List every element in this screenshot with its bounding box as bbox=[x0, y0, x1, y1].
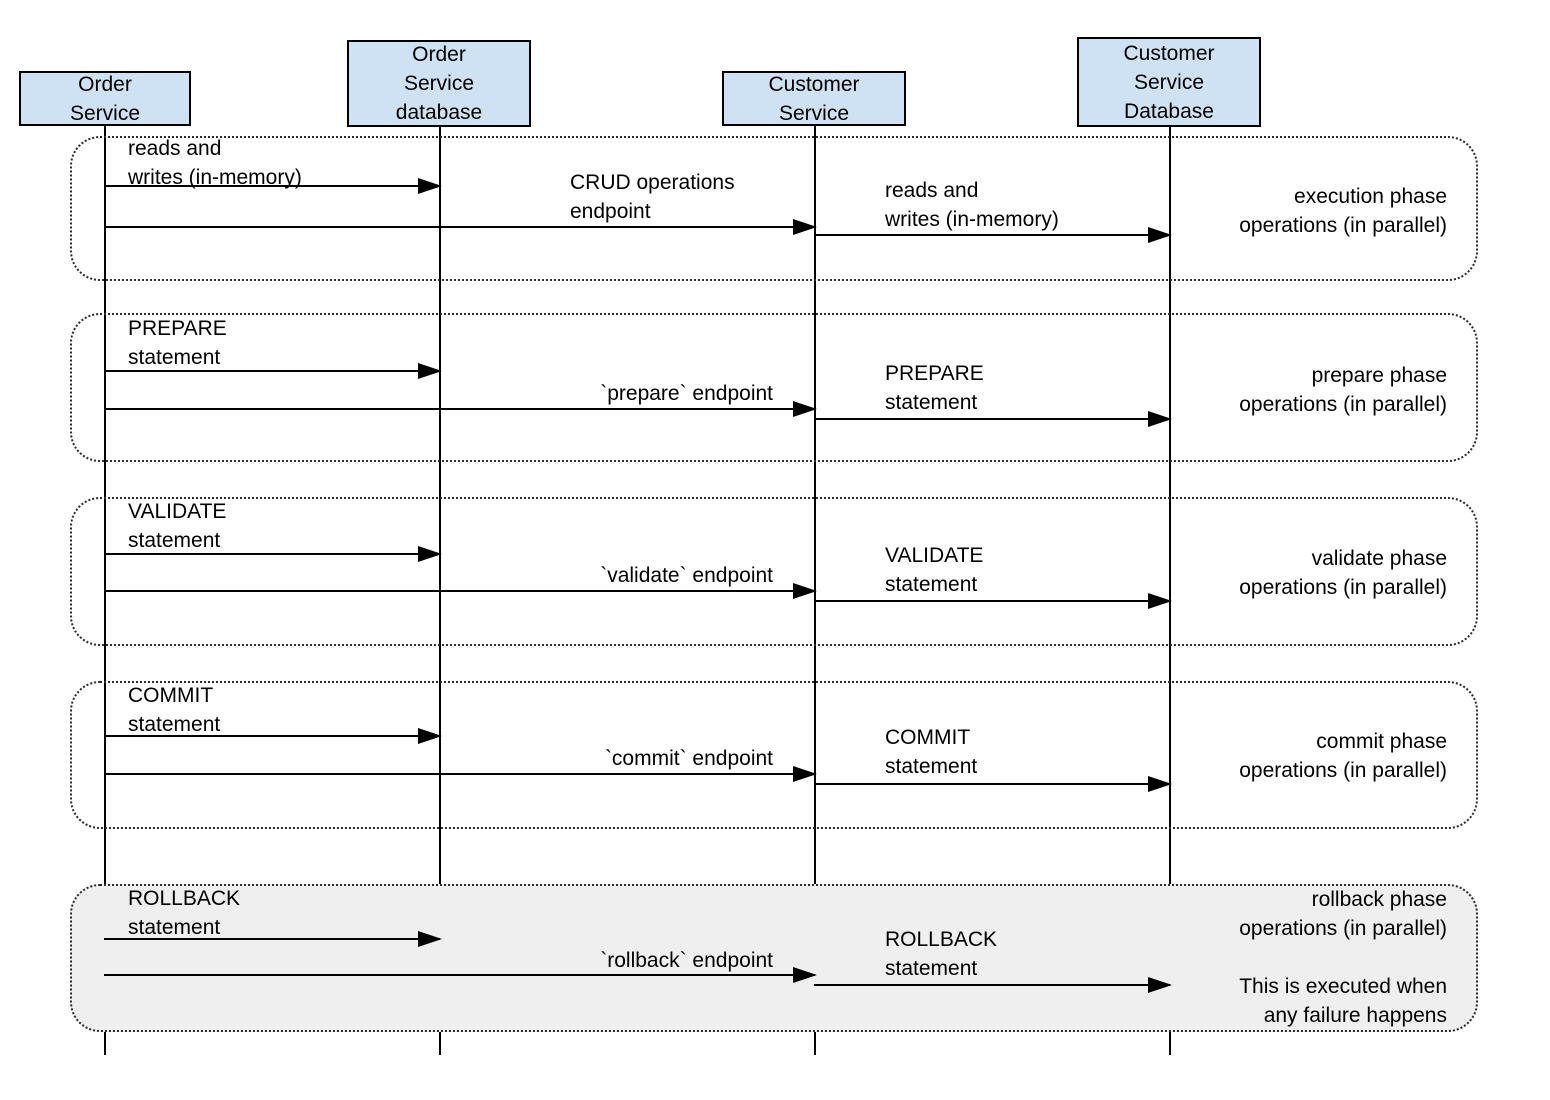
message-arrow-cs-to-csdb bbox=[814, 411, 1172, 427]
arrowhead-icon bbox=[1148, 977, 1172, 993]
phase-frame-validate bbox=[70, 497, 1478, 646]
message-arrow-os-to-osdb bbox=[104, 546, 442, 562]
message-arrow-cs-to-csdb bbox=[814, 776, 1172, 792]
arrowhead-icon bbox=[418, 546, 442, 562]
message-label-os-to-osdb: ROLLBACK statement bbox=[128, 887, 241, 939]
arrowhead-icon bbox=[418, 178, 442, 194]
lifeline-customer-service-database bbox=[1169, 125, 1171, 1055]
message-arrow-os-to-cs bbox=[104, 583, 817, 599]
message-arrow-os-to-cs bbox=[104, 401, 817, 417]
message-arrow-cs-to-csdb bbox=[814, 593, 1172, 609]
phase-frame-prepare bbox=[70, 313, 1478, 462]
message-label-os-to-osdb: PREPARE statement bbox=[128, 317, 227, 369]
message-arrow-os-to-osdb bbox=[104, 728, 442, 744]
message-label-os-to-cs: `validate` endpoint bbox=[600, 564, 773, 587]
phase-frame-rollback bbox=[70, 884, 1478, 1032]
message-label-cs-to-csdb: ROLLBACK statement bbox=[885, 928, 998, 980]
message-label-cs-to-csdb: reads and writes (in-memory) bbox=[885, 179, 1059, 231]
arrowhead-icon bbox=[418, 728, 442, 744]
phase-note-commit: commit phase operations (in parallel) bbox=[1239, 730, 1447, 782]
message-label-os-to-cs: CRUD operations endpoint bbox=[570, 171, 735, 223]
message-label-os-to-cs: `commit` endpoint bbox=[604, 747, 773, 770]
message-label-cs-to-csdb: PREPARE statement bbox=[885, 362, 984, 414]
phase-note-rollback-failure: This is executed when any failure happen… bbox=[1239, 975, 1447, 1027]
arrowhead-icon bbox=[793, 766, 817, 782]
phase-frame-execution bbox=[70, 136, 1478, 281]
actor-customer-service: Customer Service bbox=[722, 71, 906, 126]
arrowhead-icon bbox=[1148, 593, 1172, 609]
message-arrow-os-to-cs bbox=[104, 967, 817, 983]
message-arrow-os-to-cs bbox=[104, 766, 817, 782]
message-arrow-os-to-osdb bbox=[104, 931, 442, 947]
message-label-os-to-osdb: reads and writes (in-memory) bbox=[128, 137, 302, 189]
message-arrow-os-to-cs bbox=[104, 219, 817, 235]
message-label-os-to-osdb: VALIDATE statement bbox=[128, 500, 227, 552]
actor-customer-service-database: Customer Service Database bbox=[1077, 37, 1261, 127]
phase-note-rollback: rollback phase operations (in parallel) bbox=[1239, 888, 1447, 940]
arrowhead-icon bbox=[793, 967, 817, 983]
arrowhead-icon bbox=[793, 401, 817, 417]
message-label-os-to-cs: `prepare` endpoint bbox=[600, 382, 773, 405]
phase-frame-commit bbox=[70, 681, 1478, 829]
message-arrow-os-to-osdb bbox=[104, 363, 442, 379]
message-arrow-cs-to-csdb bbox=[814, 227, 1172, 243]
arrowhead-icon bbox=[1148, 411, 1172, 427]
phase-note-execution: execution phase operations (in parallel) bbox=[1239, 185, 1447, 237]
message-label-os-to-cs: `rollback` endpoint bbox=[600, 949, 773, 972]
arrowhead-icon bbox=[418, 931, 442, 947]
arrowhead-icon bbox=[793, 219, 817, 235]
actor-order-service-database: Order Service database bbox=[347, 40, 531, 127]
phase-note-validate: validate phase operations (in parallel) bbox=[1239, 547, 1447, 599]
arrowhead-icon bbox=[793, 583, 817, 599]
message-label-cs-to-csdb: COMMIT statement bbox=[885, 726, 978, 778]
arrowhead-icon bbox=[1148, 227, 1172, 243]
message-arrow-cs-to-csdb bbox=[814, 977, 1172, 993]
message-arrow-os-to-osdb bbox=[104, 178, 442, 194]
actor-order-service: Order Service bbox=[19, 71, 191, 126]
arrowhead-icon bbox=[1148, 776, 1172, 792]
phase-note-prepare: prepare phase operations (in parallel) bbox=[1239, 364, 1447, 416]
message-label-os-to-osdb: COMMIT statement bbox=[128, 684, 221, 736]
message-label-cs-to-csdb: VALIDATE statement bbox=[885, 544, 984, 596]
arrowhead-icon bbox=[418, 363, 442, 379]
